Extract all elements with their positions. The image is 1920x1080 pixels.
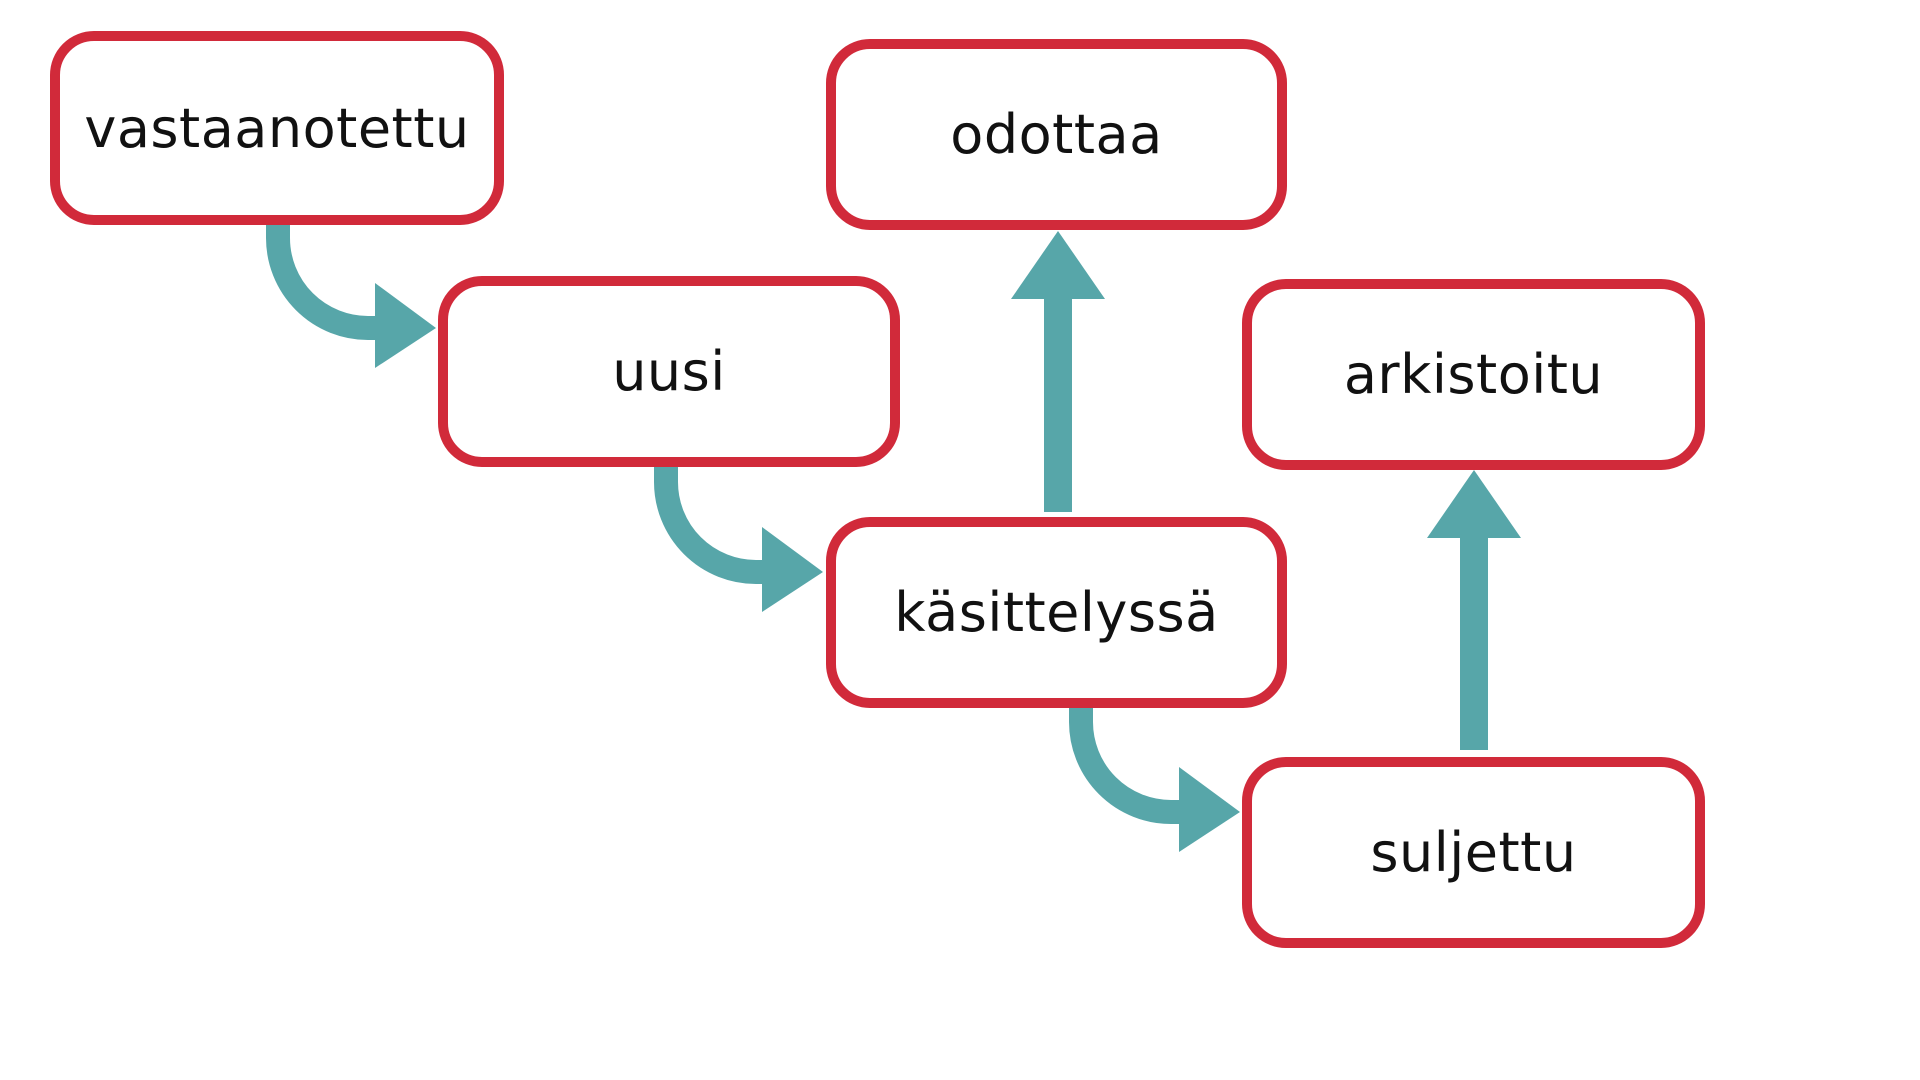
state-box-kasittelyssa: käsittelyssä bbox=[826, 517, 1287, 708]
arrow-uusi-to-kasittelyssa bbox=[654, 467, 823, 612]
state-label: käsittelyssä bbox=[894, 581, 1219, 644]
state-label: uusi bbox=[612, 340, 726, 403]
arrow-kasittelyssa-to-suljettu bbox=[1069, 708, 1240, 852]
arrow-curve bbox=[266, 225, 378, 340]
state-box-odottaa: odottaa bbox=[826, 39, 1287, 230]
arrow-shaft bbox=[1460, 534, 1488, 750]
arrowhead bbox=[1011, 231, 1105, 299]
state-label: suljettu bbox=[1370, 821, 1577, 884]
state-label: odottaa bbox=[950, 103, 1163, 166]
arrow-suljettu-to-arkistoitu bbox=[1427, 470, 1521, 750]
state-box-arkistoitu: arkistoitu bbox=[1242, 279, 1705, 470]
arrowhead bbox=[762, 527, 823, 612]
arrowhead bbox=[1179, 767, 1240, 852]
state-box-suljettu: suljettu bbox=[1242, 757, 1705, 948]
state-box-vastaanotettu: vastaanotettu bbox=[50, 31, 504, 225]
arrowhead bbox=[375, 283, 436, 368]
arrow-kasittelyssa-to-odottaa bbox=[1011, 231, 1105, 512]
state-label: vastaanotettu bbox=[84, 96, 470, 160]
arrow-curve bbox=[654, 467, 765, 584]
arrowhead bbox=[1427, 470, 1521, 538]
arrow-shaft bbox=[1044, 295, 1072, 512]
state-label: arkistoitu bbox=[1343, 343, 1604, 406]
state-box-uusi: uusi bbox=[438, 276, 900, 467]
arrow-vastaanotettu-to-uusi bbox=[266, 225, 436, 368]
arrow-curve bbox=[1069, 708, 1182, 824]
